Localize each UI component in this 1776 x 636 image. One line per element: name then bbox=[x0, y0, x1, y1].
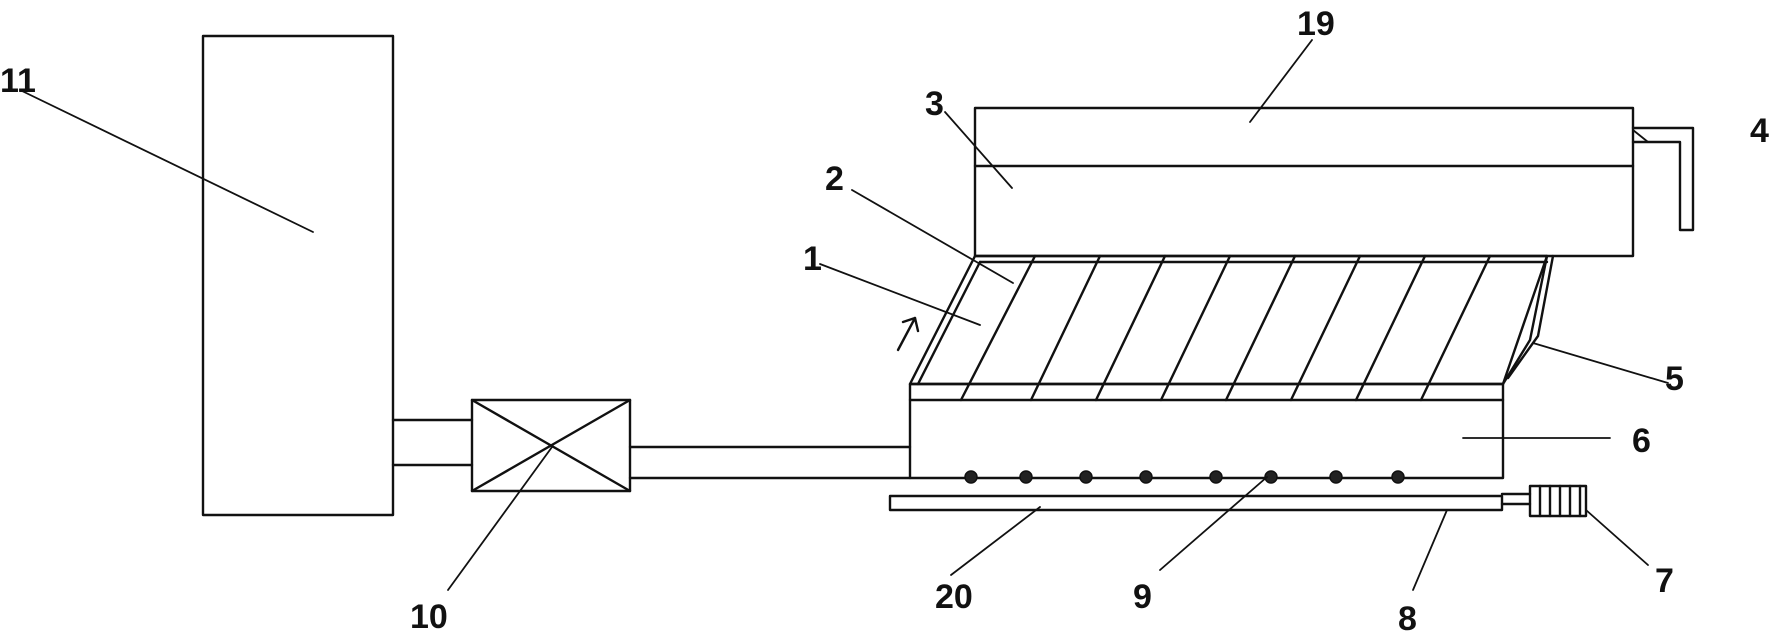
component-4-hook bbox=[1631, 126, 1695, 232]
label-1: 1 bbox=[803, 240, 822, 278]
leader-lines bbox=[19, 39, 1669, 591]
label-4: 4 bbox=[1750, 112, 1769, 150]
label-11: 11 bbox=[0, 62, 36, 100]
label-6: 6 bbox=[1632, 422, 1651, 460]
label-10: 10 bbox=[410, 598, 448, 636]
component-3-top-box bbox=[973, 106, 1635, 258]
label-9: 9 bbox=[1133, 578, 1152, 616]
label-7: 7 bbox=[1655, 562, 1674, 600]
component-20-rod bbox=[888, 492, 1532, 512]
label-19: 19 bbox=[1297, 5, 1335, 43]
component-1-panel bbox=[908, 254, 1549, 402]
label-2: 2 bbox=[825, 160, 844, 198]
labels: 11 19 3 4 2 1 5 6 7 8 9 20 10 bbox=[0, 5, 1769, 636]
label-8: 8 bbox=[1398, 600, 1417, 636]
label-20: 20 bbox=[935, 578, 973, 616]
flow-arrow bbox=[896, 316, 920, 352]
component-5-side-plate bbox=[1501, 254, 1555, 386]
label-5: 5 bbox=[1665, 360, 1684, 398]
component-6-tank bbox=[908, 382, 1505, 480]
pipe-11-to-10 bbox=[391, 418, 474, 467]
component-9-ports bbox=[964, 470, 1405, 484]
pipe-10-to-6 bbox=[628, 445, 912, 480]
component-10-valve bbox=[470, 398, 632, 493]
component-11-housing bbox=[201, 34, 395, 517]
component-7-knob bbox=[1528, 484, 1588, 518]
label-3: 3 bbox=[925, 85, 944, 123]
